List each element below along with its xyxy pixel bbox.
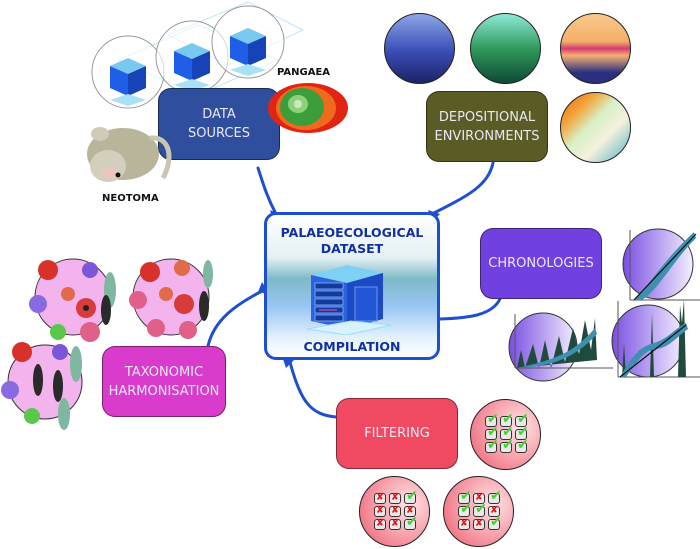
environment-forest-icon <box>384 13 455 84</box>
check-mark-icon: ✔ <box>406 514 418 530</box>
checkbox-checked-icon: ✔ <box>488 514 502 530</box>
checkbox-crossed-icon: ✘ <box>374 505 386 517</box>
cross-mark-icon: ✘ <box>376 518 385 529</box>
age-depth-model-icon <box>622 228 700 301</box>
checkbox-checked-icon: ✔ <box>500 424 514 440</box>
node-label: DEPOSITIONAL <box>438 109 536 125</box>
node-label: FILTERING <box>364 426 430 441</box>
central-title-line1: PALAEOECOLOGICAL <box>280 225 424 240</box>
checkbox-checked-icon: ✔ <box>500 411 514 427</box>
check-mark-icon: ✔ <box>487 424 499 440</box>
node-label: ENVIRONMENTS <box>434 128 540 144</box>
node-filtering: FILTERING <box>336 398 458 469</box>
node-taxonomic-harmonisation: TAXONOMIC HARMONISATION <box>102 346 226 417</box>
checkbox-crossed-icon: ✘ <box>458 518 470 530</box>
check-mark-icon: ✔ <box>502 437 514 453</box>
checkbox-crossed-icon: ✘ <box>374 492 386 504</box>
check-mark-icon: ✔ <box>517 411 529 427</box>
node-label: DATA <box>202 107 236 122</box>
cross-mark-icon: ✘ <box>490 505 499 516</box>
cube-icon <box>110 58 146 106</box>
checkbox-checked-icon: ✔ <box>500 437 514 453</box>
cross-mark-icon: ✘ <box>391 518 400 529</box>
checkbox-checked-icon: ✔ <box>485 411 499 427</box>
central-subtitle: COMPILATION <box>303 339 401 354</box>
checkbox-crossed-icon: ✘ <box>473 492 485 504</box>
checkbox-checked-icon: ✔ <box>473 501 487 517</box>
node-label: TAXONOMIC <box>124 364 204 380</box>
node-data-sources: DATA SOURCES <box>158 88 280 160</box>
check-mark-icon: ✔ <box>517 437 529 453</box>
checkbox-checked-icon: ✔ <box>515 411 529 427</box>
check-mark-icon: ✔ <box>517 424 529 440</box>
age-depth-model-icon <box>508 312 613 382</box>
checkbox-checked-icon: ✔ <box>488 488 502 504</box>
connector-depositional <box>430 161 495 216</box>
checkbox-checked-icon: ✔ <box>458 488 472 504</box>
cross-mark-icon: ✘ <box>406 505 415 516</box>
check-mark-icon: ✔ <box>460 501 472 517</box>
node-label: SOURCES <box>188 126 250 141</box>
check-mark-icon: ✔ <box>490 514 502 530</box>
node-label: CHRONOLOGIES <box>488 256 594 271</box>
server-rack-icon <box>307 265 392 335</box>
node-label: HARMONISATION <box>108 383 220 399</box>
connector-chronologies <box>438 297 502 321</box>
node-depositional-environments: DEPOSITIONAL ENVIRONMENTS <box>426 91 548 162</box>
central-title-line2: DATASET <box>320 241 384 256</box>
checkbox-checked-icon: ✔ <box>515 437 529 453</box>
cube-icon <box>174 43 210 91</box>
checkbox-checked-icon: ✔ <box>515 424 529 440</box>
cube-icon <box>230 28 266 76</box>
cross-mark-icon: ✘ <box>475 492 484 503</box>
filter-grid-mixed: ✔✘✔✔✔✘✘✘✔ <box>443 476 514 547</box>
cross-mark-icon: ✘ <box>376 492 385 503</box>
cross-mark-icon: ✘ <box>475 518 484 529</box>
pangaea-globe-icon <box>268 83 348 133</box>
check-mark-icon: ✔ <box>487 411 499 427</box>
connector-data-sources <box>256 166 278 216</box>
checkbox-checked-icon: ✔ <box>404 514 418 530</box>
checkbox-crossed-icon: ✘ <box>374 518 386 530</box>
checkbox-crossed-icon: ✘ <box>473 518 485 530</box>
environment-jungle-icon <box>470 13 541 84</box>
checkbox-checked-icon: ✔ <box>485 437 499 453</box>
environment-shore-icon <box>560 92 631 163</box>
neotoma-label: NEOTOMA <box>102 193 159 204</box>
filter-grid-mostly-fail: ✘✘✔✘✘✘✘✘✔ <box>359 476 430 547</box>
check-mark-icon: ✔ <box>502 424 514 440</box>
checkbox-crossed-icon: ✘ <box>404 505 416 517</box>
cross-mark-icon: ✘ <box>391 505 400 516</box>
checkbox-checked-icon: ✔ <box>485 424 499 440</box>
checkbox-crossed-icon: ✘ <box>389 505 401 517</box>
checkbox-crossed-icon: ✘ <box>389 518 401 530</box>
neotoma-rodent-icon <box>87 127 172 182</box>
cross-mark-icon: ✘ <box>391 492 400 503</box>
check-mark-icon: ✔ <box>406 488 418 504</box>
environment-tropical-icon <box>560 13 631 84</box>
database-cubes-illustration <box>91 1 305 109</box>
filter-grid-all-pass: ✔✔✔✔✔✔✔✔✔ <box>470 399 541 470</box>
cross-mark-icon: ✘ <box>376 505 385 516</box>
pangaea-label: PANGAEA <box>277 67 331 78</box>
checkbox-crossed-icon: ✘ <box>488 505 500 517</box>
connector-taxonomic <box>206 288 266 348</box>
checkbox-crossed-icon: ✘ <box>389 492 401 504</box>
check-mark-icon: ✔ <box>487 437 499 453</box>
node-chronologies: CHRONOLOGIES <box>480 228 602 299</box>
check-mark-icon: ✔ <box>490 488 502 504</box>
check-mark-icon: ✔ <box>475 501 487 517</box>
pollen-taxa-icon <box>29 258 116 342</box>
connector-filtering <box>288 360 338 419</box>
age-depth-model-icon <box>611 299 700 378</box>
checkbox-checked-icon: ✔ <box>404 488 418 504</box>
pollen-taxa-icon <box>1 342 83 430</box>
check-mark-icon: ✔ <box>460 488 472 504</box>
central-dataset-node: PALAEOECOLOGICAL DATASET COMPILATION <box>264 212 440 360</box>
pollen-taxa-icon <box>129 258 213 339</box>
checkbox-checked-icon: ✔ <box>458 501 472 517</box>
check-mark-icon: ✔ <box>502 411 514 427</box>
cross-mark-icon: ✘ <box>460 518 469 529</box>
